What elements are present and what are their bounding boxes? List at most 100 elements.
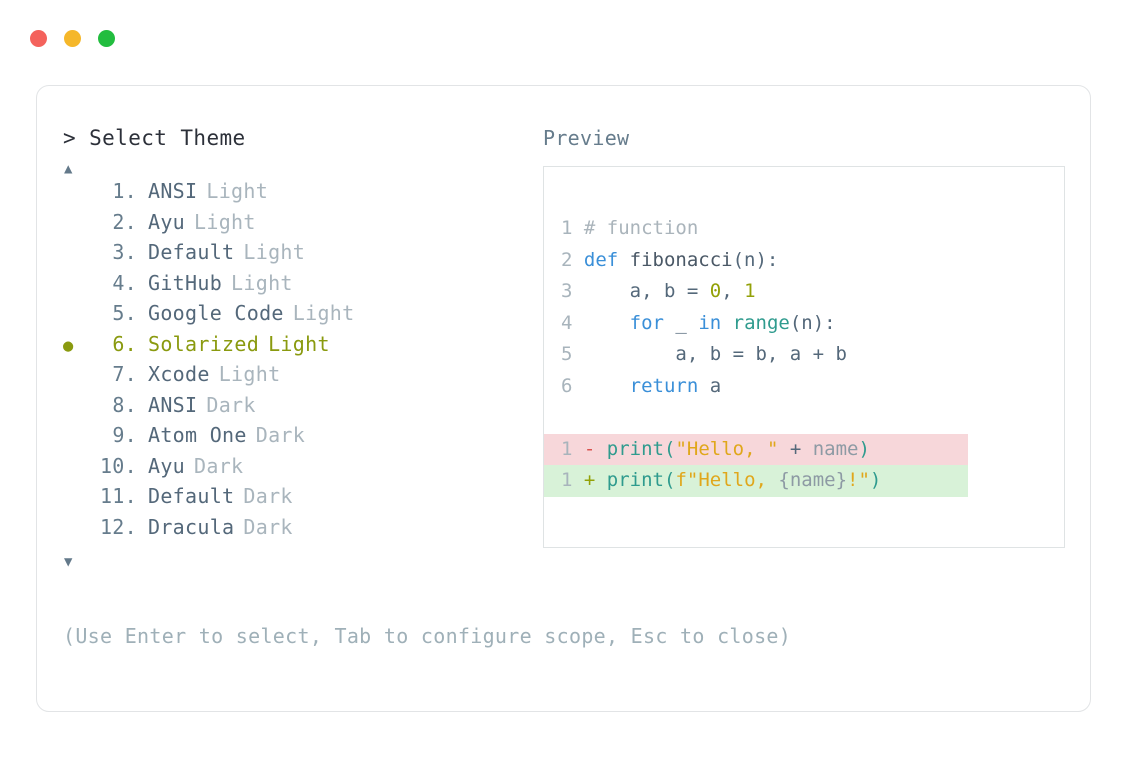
- theme-item-name: Ayu: [148, 453, 186, 478]
- theme-list-item[interactable]: 7. Xcode Light: [63, 362, 533, 393]
- code-token: (n):: [789, 311, 836, 334]
- theme-item-name: Solarized: [148, 331, 260, 356]
- code-token: (: [663, 437, 676, 460]
- code-line: 4 for _ in range(n):: [544, 308, 1064, 340]
- theme-item-variant: Dark: [243, 514, 293, 539]
- theme-list-item[interactable]: ● 6. Solarized Light: [63, 332, 533, 363]
- code-token: ): [858, 437, 870, 460]
- code-token: [584, 312, 630, 334]
- code-token: def: [583, 248, 630, 271]
- theme-item-index: 8.: [112, 392, 137, 417]
- code-token: [721, 312, 732, 334]
- line-number: 5: [561, 343, 584, 365]
- theme-item-index: 1.: [112, 179, 137, 203]
- theme-item-variant: Dark: [206, 392, 256, 417]
- close-window-button[interactable]: [30, 30, 47, 47]
- theme-item-index: 7.: [112, 362, 137, 386]
- theme-item-name: Atom One: [148, 423, 247, 447]
- theme-item-variant: Dark: [194, 453, 244, 478]
- theme-item-variant: Dark: [243, 484, 293, 508]
- line-number: 3: [561, 280, 584, 302]
- theme-list-item[interactable]: 4. GitHub Light: [63, 271, 533, 302]
- theme-item-index: 2.: [112, 209, 137, 234]
- line-number: 1: [561, 217, 584, 239]
- theme-item-variant: Light: [243, 240, 306, 264]
- theme-item-variant: Light: [206, 179, 269, 203]
- code-line: 5 a, b = b, a + b: [544, 339, 1064, 371]
- theme-item-variant: Light: [268, 331, 330, 356]
- code-token: 1: [744, 280, 756, 302]
- theme-list-item[interactable]: 3. Default Light: [63, 240, 533, 271]
- theme-item-name: ANSI: [148, 179, 198, 203]
- code-token: [584, 375, 630, 397]
- theme-item-index: 11.: [99, 484, 137, 508]
- theme-list-item[interactable]: 9. Atom One Dark: [63, 423, 533, 454]
- theme-list-item[interactable]: 1. ANSI Light: [63, 179, 533, 210]
- theme-item-index: 4.: [112, 270, 137, 295]
- theme-list-item[interactable]: 2. Ayu Light: [63, 210, 533, 241]
- code-line: 1 # function: [544, 213, 1064, 245]
- code-blank-line: [544, 402, 1064, 434]
- line-number: 6: [561, 374, 584, 397]
- window-traffic-lights: [30, 30, 115, 47]
- code-token: return: [629, 374, 699, 397]
- theme-item-name: Ayu: [148, 209, 186, 234]
- theme-list-item[interactable]: 8. ANSI Dark: [63, 393, 533, 424]
- code-token: a: [698, 374, 722, 397]
- theme-item-variant: Light: [218, 362, 281, 386]
- scroll-down-icon[interactable]: ▼: [64, 554, 73, 570]
- code-token: # function: [583, 217, 699, 239]
- theme-item-name: Xcode: [148, 362, 210, 386]
- code-token: for: [629, 311, 664, 334]
- code-token: "Hello, ": [675, 437, 779, 460]
- theme-item-index: 6.: [112, 331, 137, 356]
- page-title: > Select Theme: [63, 126, 246, 150]
- theme-item-index: 9.: [112, 423, 137, 447]
- code-token: (: [663, 469, 676, 491]
- keyboard-hint: (Use Enter to select, Tab to configure s…: [63, 624, 792, 648]
- code-token: !": [847, 469, 870, 491]
- code-token: +: [778, 437, 813, 460]
- minimize-window-button[interactable]: [64, 30, 81, 47]
- line-number: 1: [561, 437, 584, 460]
- code-token: range: [732, 311, 790, 334]
- code-token: {name}: [778, 469, 848, 491]
- theme-item-index: 10.: [99, 453, 137, 478]
- code-token: print: [606, 437, 664, 460]
- line-number: 1: [561, 469, 584, 491]
- theme-item-name: GitHub: [148, 270, 223, 295]
- theme-item-name: ANSI: [148, 392, 198, 417]
- code-line: 3 a, b = 0, 1: [544, 276, 1064, 308]
- code-token: name: [812, 437, 859, 460]
- theme-item-variant: Light: [292, 301, 355, 325]
- code-token: in: [698, 311, 722, 334]
- theme-item-variant: Light: [231, 270, 293, 295]
- code-token: 0: [709, 280, 722, 302]
- theme-item-name: Default: [148, 240, 235, 264]
- theme-list-item[interactable]: 10. Ayu Dark: [63, 454, 533, 485]
- diff-plus-sign: +: [583, 469, 607, 491]
- scroll-up-icon[interactable]: ▲: [64, 161, 73, 177]
- diff-minus-sign: -: [583, 437, 607, 460]
- theme-item-index: 3.: [112, 240, 137, 264]
- selected-bullet-icon: ●: [63, 335, 74, 356]
- code-token: ): [869, 469, 882, 491]
- code-token: ,: [721, 280, 745, 302]
- theme-item-index: 5.: [112, 301, 137, 325]
- diff-added-line: 1 + print(f"Hello, {name}!"): [544, 465, 968, 497]
- code-token: f"Hello,: [675, 469, 779, 491]
- maximize-window-button[interactable]: [98, 30, 115, 47]
- theme-item-variant: Light: [194, 209, 256, 234]
- theme-item-variant: Dark: [255, 423, 306, 447]
- diff-removed-line: 1 - print("Hello, " + name): [544, 433, 968, 465]
- line-number: 4: [561, 311, 584, 334]
- line-number: 2: [561, 248, 584, 271]
- code-line: 2 def fibonacci(n):: [544, 245, 1064, 277]
